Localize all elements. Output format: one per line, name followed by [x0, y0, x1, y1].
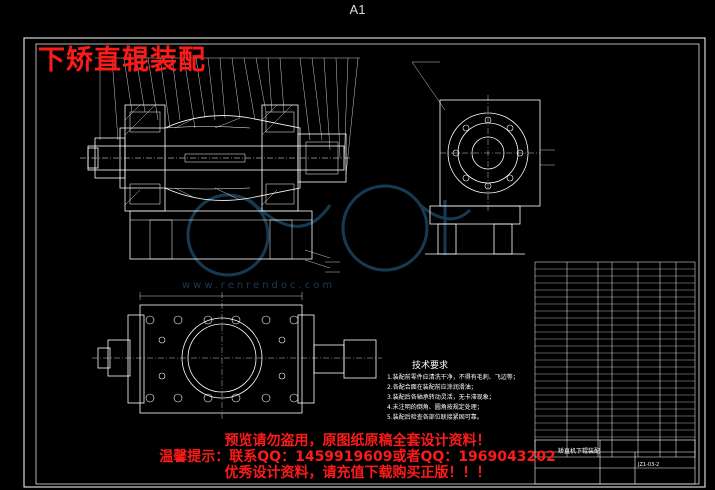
tech-requirements-list: 1.装配前零件应清洗干净，不得有毛刺、飞边等； 2.各配合面在装配前应涂润滑油；…: [387, 373, 519, 423]
title-block-drawing-code: JZ1-03-2: [638, 462, 660, 468]
watermark-logo: [186, 184, 472, 277]
title-block-drawing-name: 矫直机下辊装配: [558, 448, 601, 455]
side-view: [411, 61, 555, 255]
parts-list-rows: [535, 268, 695, 438]
notice-line-2: 温馨提示：联系QQ：1459919609或者QQ：1969043202: [159, 449, 556, 465]
notice-line-1: 预览请勿盗用，原图纸原稿全套设计资料！: [224, 433, 491, 449]
notice-line-3: 优秀设计资料，请充值下载购买正版！！！: [224, 465, 491, 481]
inner-frame: [35, 43, 700, 485]
title-block: [534, 439, 696, 485]
watermark-url: www.renrendoc.com: [182, 280, 336, 291]
parts-list: [534, 261, 696, 458]
outer-frame: [23, 37, 706, 488]
tech-requirement-item: 2.各配合面在装配前应涂润滑油；: [387, 384, 477, 391]
tech-requirement-item: 5.装配后检查各部位联接紧固可靠。: [387, 414, 483, 421]
tech-requirements-title: 技术要求: [412, 361, 449, 371]
main-section-view: [80, 57, 360, 273]
sheet-size-label: A1: [349, 2, 366, 17]
tech-requirement-item: 4.未注明的倒角、圆角按规定处理；: [387, 404, 483, 411]
plan-view: [92, 292, 382, 420]
drawing-title-overlay: 下矫直辊装配: [38, 45, 206, 76]
tech-requirement-item: 3.装配后各轴承转动灵活，无卡滞现象；: [387, 394, 495, 401]
tech-requirement-item: 1.装配前零件应清洗干净，不得有毛刺、飞边等；: [387, 374, 519, 381]
